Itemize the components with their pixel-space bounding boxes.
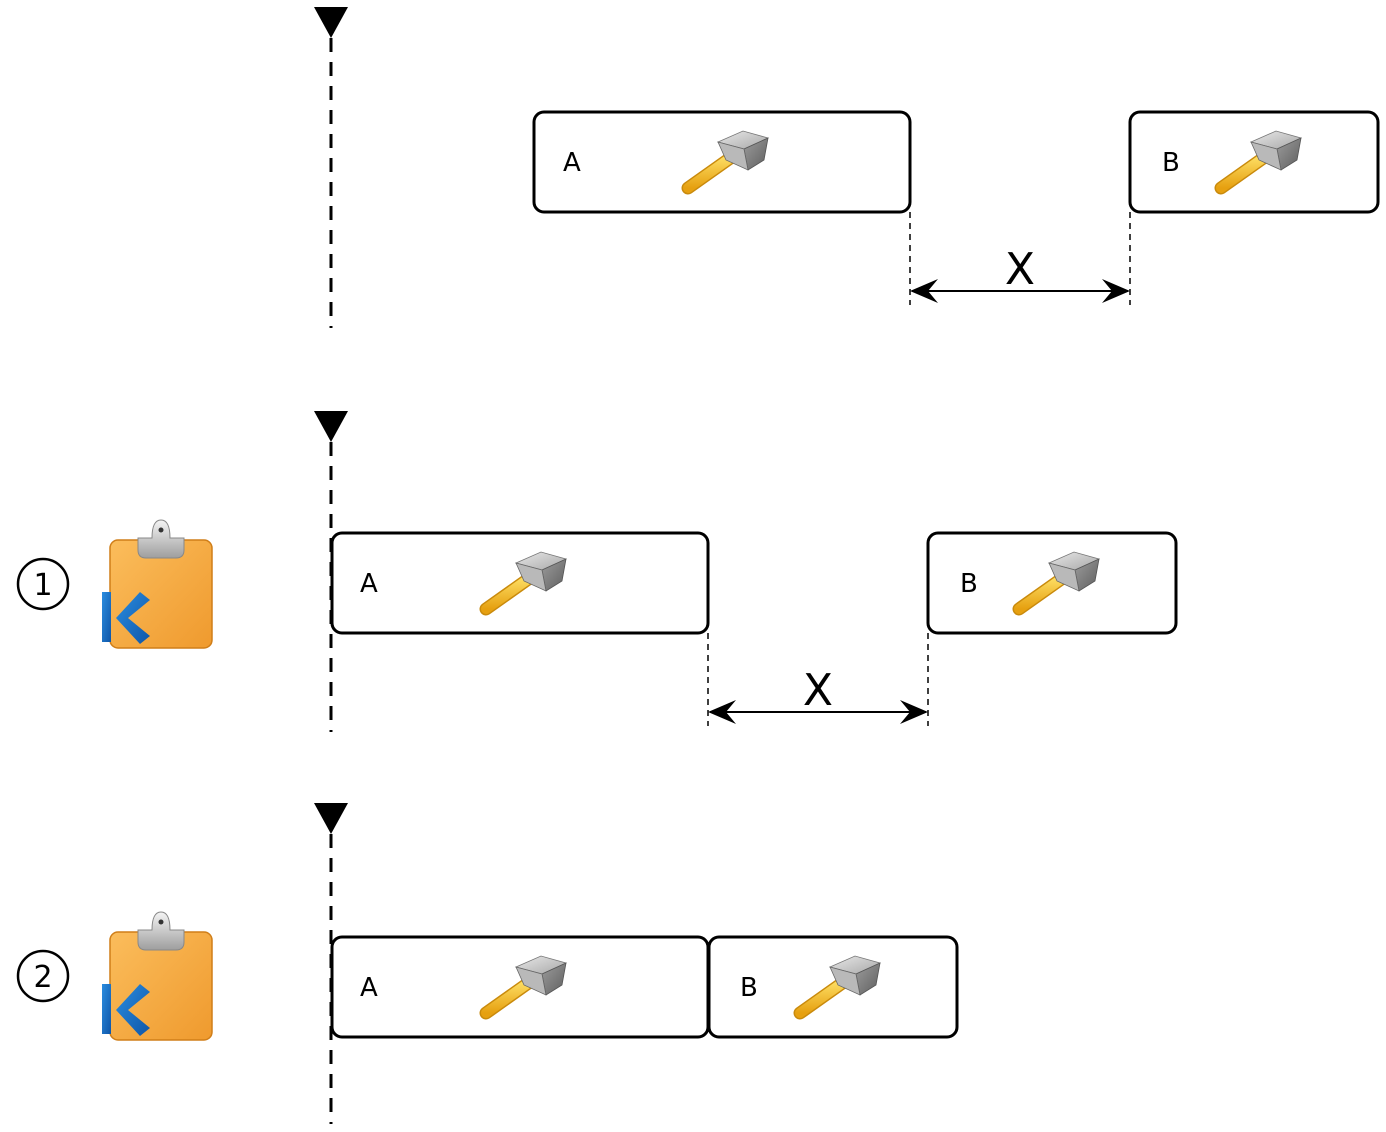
row-step-2: 2 A B (16, 803, 959, 1124)
task-b[interactable]: B (926, 531, 1178, 635)
task-label: B (1162, 148, 1180, 178)
step-number-badge: 1 (16, 557, 70, 611)
clipboard-k-icon (101, 519, 213, 649)
task-b[interactable]: B (1128, 110, 1380, 214)
gap-label: X (803, 665, 833, 716)
task-label: A (360, 569, 378, 599)
svg-text:1: 1 (33, 568, 52, 603)
task-b[interactable]: B (707, 935, 959, 1039)
row-step-1: 1 A B X (16, 411, 1178, 732)
start-marker-icon (314, 7, 348, 38)
gap-dimension: X (707, 633, 929, 726)
task-a[interactable]: A (330, 531, 710, 635)
task-label: A (360, 973, 378, 1003)
gap-label: X (1005, 244, 1035, 295)
start-marker-icon (314, 411, 348, 442)
task-a[interactable]: A (532, 110, 912, 214)
task-a[interactable]: A (330, 935, 710, 1039)
start-marker-icon (314, 803, 348, 834)
task-label: A (563, 148, 581, 178)
svg-text:2: 2 (33, 960, 52, 995)
row-original: A B X (314, 7, 1380, 328)
step-number-badge: 2 (16, 949, 70, 1003)
task-label: B (960, 569, 978, 599)
clipboard-k-icon (101, 911, 213, 1041)
task-label: B (740, 973, 758, 1003)
gap-dimension: X (909, 212, 1131, 305)
